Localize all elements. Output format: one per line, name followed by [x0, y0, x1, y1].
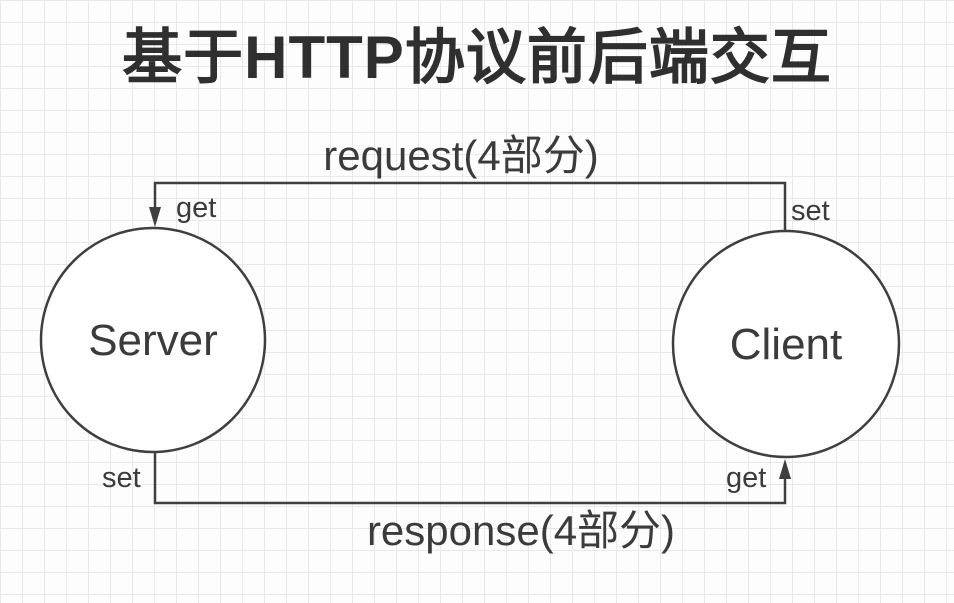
page-title: 基于HTTP协议前后端交互: [122, 24, 832, 91]
request-source-port-label: set: [791, 195, 830, 227]
response-edge-label: response(4部分): [366, 507, 676, 554]
request-edge-line: [153, 181, 787, 230]
response-arrowhead-icon: [779, 459, 791, 479]
request-edge-label: request(4部分): [323, 132, 599, 179]
client-node-circle: [671, 229, 901, 459]
request-target-port-label: get: [176, 192, 217, 224]
response-source-port-label: set: [102, 462, 141, 494]
client-node-label: Client: [729, 320, 843, 369]
response-edge-line: [153, 453, 787, 505]
response-target-port-label: get: [726, 462, 767, 494]
server-node-circle: [39, 226, 267, 454]
request-arrowhead-icon: [149, 207, 161, 227]
server-node-label: Server: [88, 316, 218, 365]
